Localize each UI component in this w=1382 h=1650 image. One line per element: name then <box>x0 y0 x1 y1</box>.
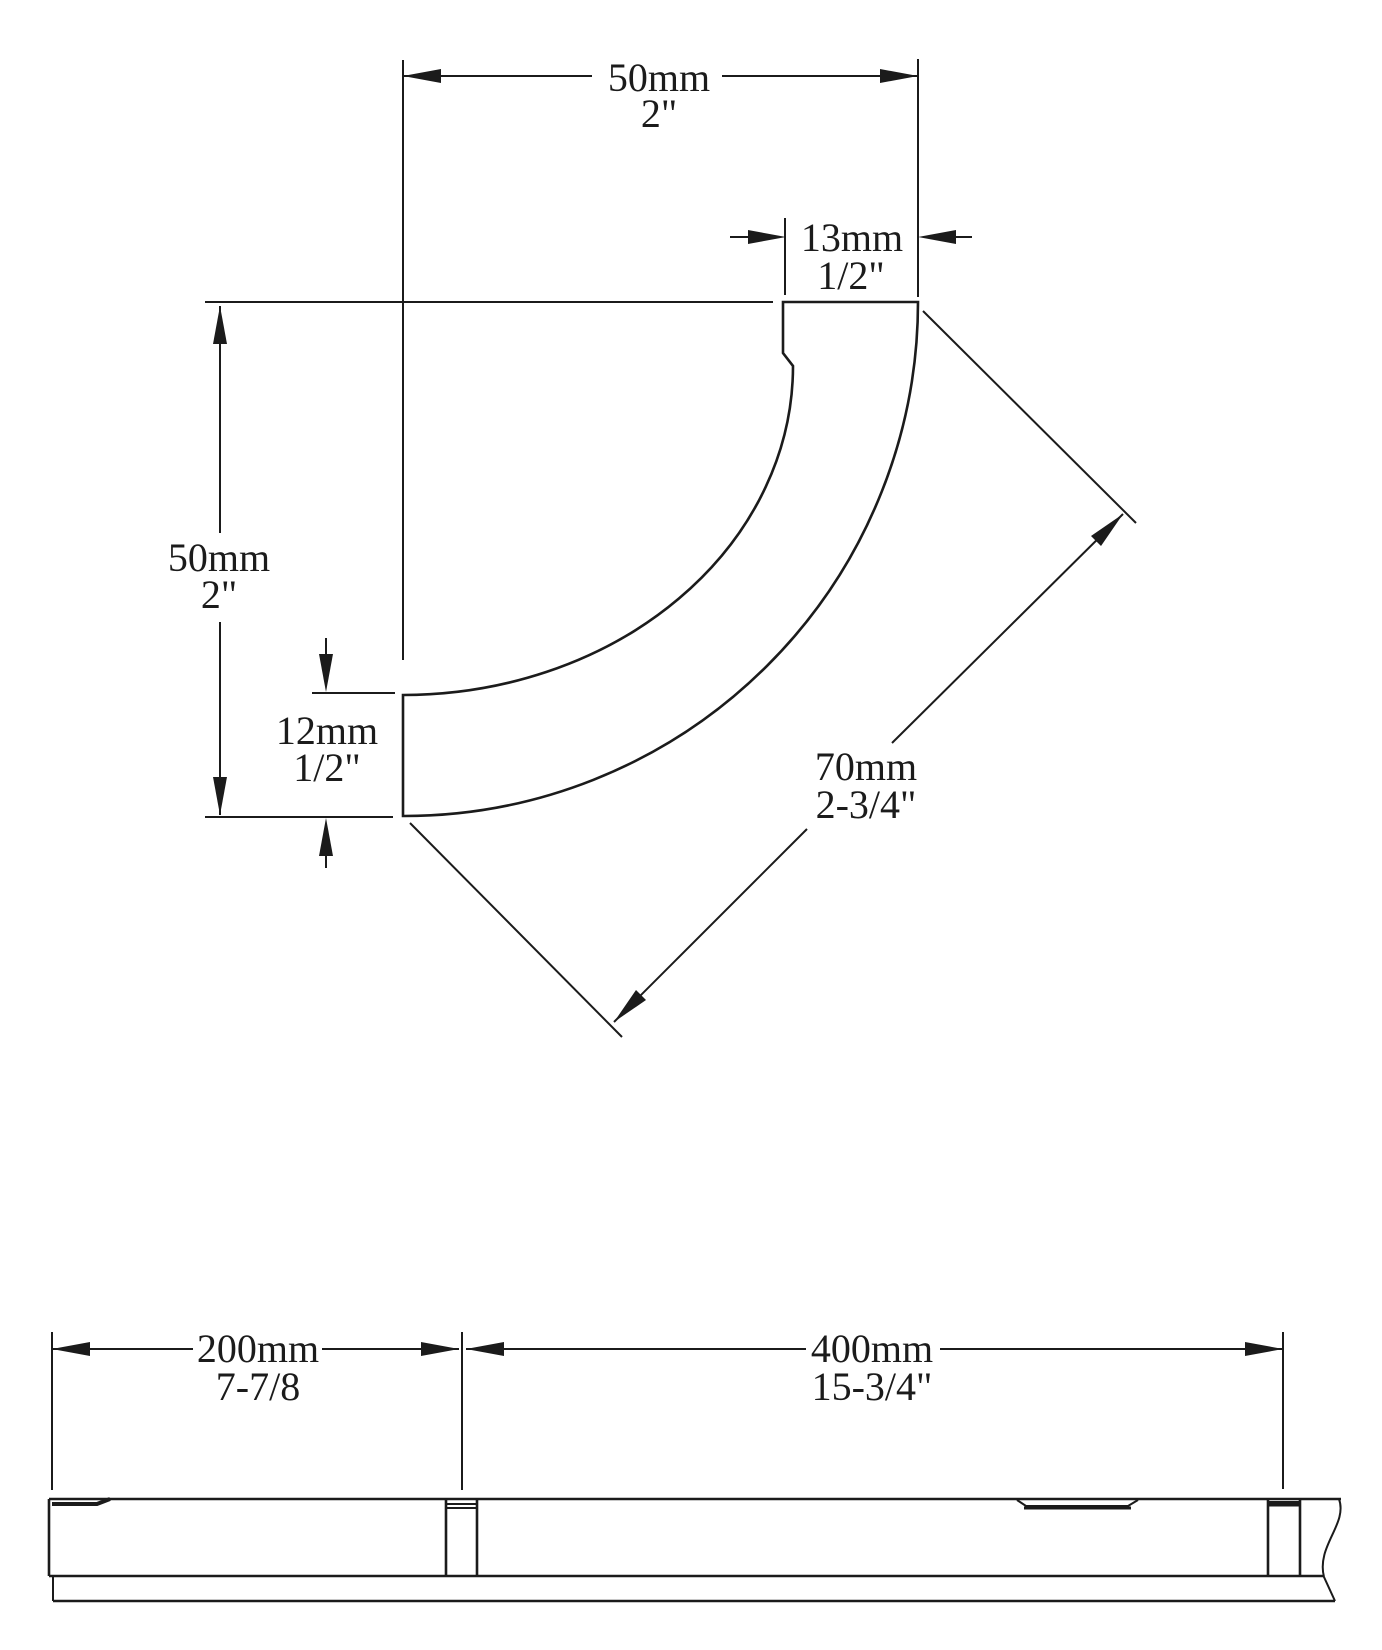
extension-line <box>922 310 1137 524</box>
dimension-overall-width: 50mm 2" <box>402 55 919 660</box>
dim-label-metric: 70mm <box>815 744 917 789</box>
arrowhead-right <box>1245 1342 1283 1356</box>
extension-line <box>409 822 623 1038</box>
dim-label-imperial: 2" <box>641 91 677 136</box>
left-end-notch <box>52 1497 111 1506</box>
dim-label-metric: 13mm <box>801 215 903 260</box>
arrowhead-right <box>880 69 918 83</box>
dim-label-imperial: 1/2" <box>293 745 360 790</box>
arrowhead-upper-right <box>1091 514 1123 546</box>
arrowhead-right <box>421 1342 459 1356</box>
dim-label-metric: 50mm <box>608 55 710 100</box>
dim-label-metric: 50mm <box>168 535 270 580</box>
top-groove <box>1016 1499 1139 1510</box>
dimension-line <box>613 828 808 1023</box>
cross-section-view: 50mm 2" 13mm 1/2" 50mm 2" <box>168 55 1137 1038</box>
dimension-top-face: 13mm 1/2" <box>730 215 972 298</box>
dim-label-metric: 400mm <box>811 1326 933 1371</box>
dimension-right-section: 400mm 15-3/4" <box>466 1326 1284 1489</box>
dim-label-imperial: 2-3/4" <box>816 782 917 827</box>
dim-label-imperial: 2" <box>201 572 237 617</box>
arrowhead-down <box>319 654 333 692</box>
arrowhead-up <box>319 818 333 856</box>
dimension-left-section: 200mm 7-7/8 <box>51 1326 463 1490</box>
dim-label-imperial: 1/2" <box>817 253 884 298</box>
dimension-line <box>891 513 1124 744</box>
arrowhead-lower-left <box>614 990 646 1022</box>
molding-bar <box>47 1497 1342 1603</box>
arrowhead-left <box>466 1342 504 1356</box>
arrowhead-right-pointing <box>748 230 786 244</box>
dimension-overall-height: 50mm 2" <box>168 301 773 818</box>
arrowhead-down <box>213 777 227 815</box>
break-line <box>1321 1498 1342 1602</box>
arrowhead-left <box>52 1342 90 1356</box>
side-profile-view: 200mm 7-7/8 400mm 15-3/4" <box>47 1326 1342 1603</box>
dimension-diagonal-face: 70mm 2-3/4" <box>409 310 1137 1038</box>
dim-label-imperial: 15-3/4" <box>812 1364 933 1409</box>
arrowhead-left-pointing <box>918 230 956 244</box>
arrowhead-up <box>213 306 227 344</box>
dim-label-imperial: 7-7/8 <box>216 1364 300 1409</box>
cove-profile-outline <box>401 300 920 818</box>
right-joint-seam <box>1266 1499 1302 1576</box>
dim-label-metric: 200mm <box>197 1326 319 1371</box>
dimension-bottom-face: 12mm 1/2" <box>276 638 395 868</box>
dim-label-metric: 12mm <box>276 708 378 753</box>
arrowhead-left <box>403 69 441 83</box>
middle-joint-seam <box>444 1499 479 1576</box>
